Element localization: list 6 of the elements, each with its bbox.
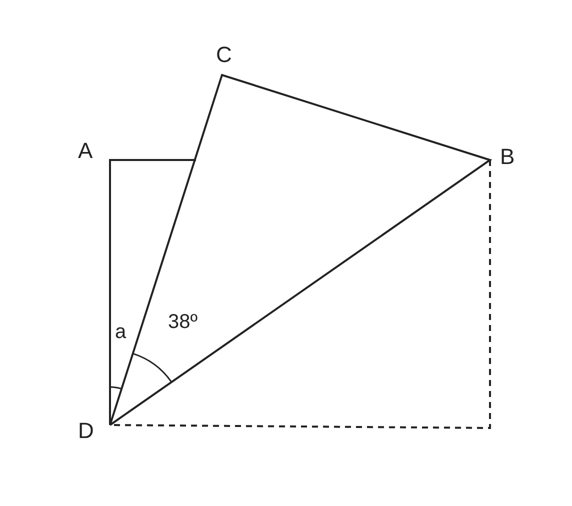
angle-label: a [115, 322, 126, 342]
point-label: B [500, 146, 515, 168]
point-label: C [216, 44, 232, 66]
point-label: A [78, 140, 93, 162]
angle-label: 38º [168, 312, 198, 332]
point-label: D [78, 420, 94, 442]
